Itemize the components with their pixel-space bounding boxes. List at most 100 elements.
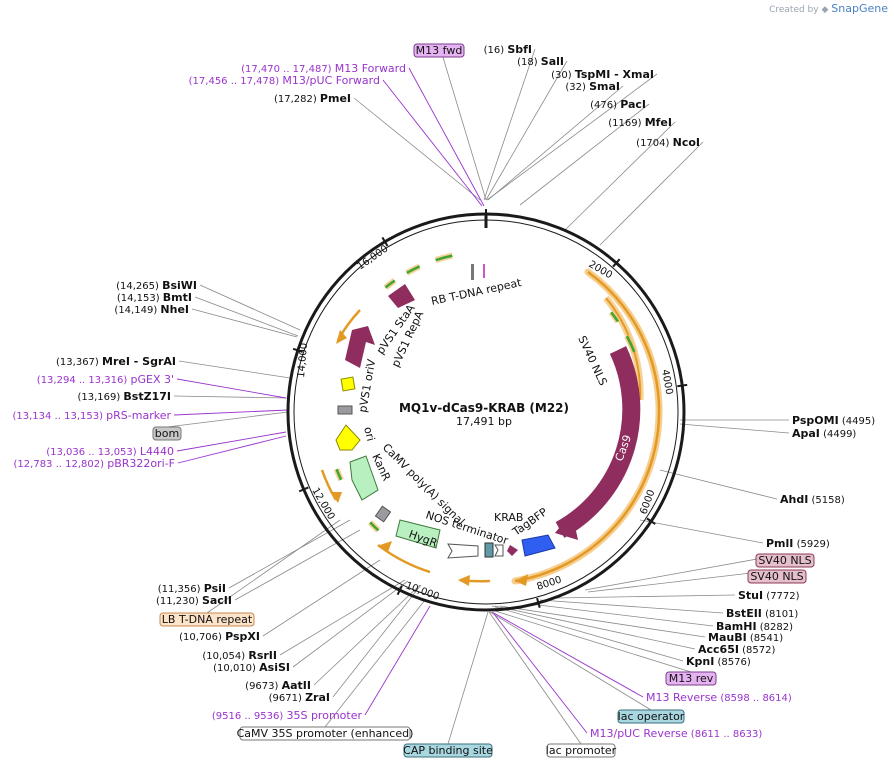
site-position: (5158) — [808, 495, 845, 506]
krab-feature[interactable] — [507, 545, 518, 556]
site-position: (17,282) — [274, 94, 320, 105]
feature-box[interactable] — [152, 426, 182, 441]
site-label[interactable]: (32) SmaI — [565, 80, 620, 93]
pvs1-repa-feature[interactable] — [345, 326, 375, 368]
snapgene-logo-icon: ◆ — [821, 5, 829, 15]
feature-box[interactable] — [747, 569, 807, 584]
site-leader — [234, 529, 361, 601]
pvs1-staa-feature[interactable] — [388, 284, 415, 308]
primer-label[interactable]: M13 Reverse (8598 .. 8614) — [646, 691, 792, 704]
site-label[interactable]: (14,153) BmtI — [117, 291, 192, 304]
cds-arc — [514, 270, 661, 583]
primer-label[interactable]: (13,036 .. 13,053) L4440 — [46, 445, 174, 458]
primer-name: pBR322ori-F — [107, 457, 175, 470]
site-name: BsiWI — [162, 279, 197, 292]
site-label[interactable]: AhdI (5158) — [780, 493, 845, 506]
site-label[interactable]: (14,149) NheI — [114, 303, 189, 316]
feature-box-label: CAP binding site — [403, 744, 493, 757]
tagbfp-feature[interactable] — [521, 534, 556, 557]
site-label[interactable]: (10,054) RsrII — [202, 649, 277, 662]
site-label[interactable]: BstEII (8101) — [726, 607, 798, 620]
box-leader — [587, 569, 778, 593]
ori-feature[interactable] — [335, 424, 361, 451]
site-label[interactable]: (11,230) SacII — [156, 594, 232, 607]
site-position: (8282) — [757, 622, 794, 633]
site-label[interactable]: (10,010) AsiSI — [213, 661, 290, 674]
feature-box-label: bom — [155, 427, 179, 440]
box-leader — [489, 611, 652, 711]
primer-range: (9516 .. 9536) — [212, 711, 287, 722]
site-label[interactable]: (17,282) PmeI — [274, 92, 351, 105]
primer-label[interactable]: (13,294 .. 13,316) pGEX 3' — [37, 373, 174, 386]
site-label[interactable]: (13,367) MreI - SgrAI — [56, 355, 176, 368]
site-position: (4495) — [839, 416, 876, 427]
feature-box[interactable] — [617, 709, 685, 724]
site-position: (10,054) — [202, 651, 248, 662]
site-label[interactable]: KpnI (8576) — [686, 655, 751, 668]
site-label[interactable]: Acc65I (8572) — [698, 643, 775, 656]
feature-box[interactable] — [546, 743, 616, 758]
site-label[interactable]: MauBI (8541) — [708, 631, 783, 644]
tick-mark — [298, 486, 309, 493]
site-label[interactable]: (1169) MfeI — [608, 116, 672, 129]
feature-box[interactable] — [755, 553, 815, 568]
green-arrow — [610, 311, 620, 323]
site-name: NheI — [160, 303, 189, 316]
primer-leader — [364, 605, 431, 716]
site-label[interactable]: (10,706) PspXI — [179, 630, 260, 643]
site-name: PmlI — [766, 537, 793, 550]
site-label[interactable]: PspOMI (4495) — [792, 414, 875, 427]
box-leader — [491, 609, 692, 673]
site-label[interactable]: (1704) NcoI — [636, 136, 700, 149]
site-label[interactable]: (16) SbfI — [484, 43, 532, 56]
site-label[interactable]: (14,265) BsiWI — [116, 279, 197, 292]
site-leader — [483, 48, 536, 201]
site-position: (1169) — [608, 118, 644, 129]
primer-label[interactable]: (17,456 .. 17,478) M13/pUC Forward — [189, 74, 380, 87]
hygr-feature[interactable] — [395, 519, 441, 549]
orange-arrowhead-c — [380, 541, 392, 552]
site-label[interactable]: PmlI (5929) — [766, 537, 830, 550]
site-position: (8572) — [739, 645, 776, 656]
feature-box[interactable] — [239, 726, 411, 741]
primer-label[interactable]: M13/pUC Reverse (8611 .. 8633) — [590, 727, 762, 740]
site-name: BstEII — [726, 607, 762, 620]
primer-name: pGEX 3' — [130, 373, 174, 386]
primer-label[interactable]: (12,783 .. 12,802) pBR322ori-F — [14, 457, 175, 470]
site-label[interactable]: (9673) AatII — [245, 679, 311, 692]
site-leader — [529, 603, 714, 627]
site-label[interactable]: (9671) ZraI — [269, 691, 330, 704]
primer-label[interactable]: (17,470 .. 17,487) M13 Forward — [241, 62, 406, 75]
pvs1-oriv-feature[interactable] — [340, 376, 356, 392]
site-label[interactable]: (11,356) PsiI — [158, 582, 226, 595]
small-feature — [494, 544, 504, 557]
site-label[interactable]: BamHI (8282) — [716, 620, 793, 633]
feature-box[interactable] — [413, 43, 465, 58]
feature-box[interactable] — [159, 612, 255, 627]
site-label[interactable]: (18) SalI — [517, 55, 564, 68]
feature-box-label: lac promoter — [546, 744, 617, 757]
site-leader — [499, 605, 706, 638]
tick-mark — [677, 383, 688, 388]
site-label[interactable]: (30) TspMI - XmaI — [551, 68, 654, 81]
cas9-feature[interactable] — [555, 346, 641, 538]
site-label[interactable]: (476) PacI — [590, 98, 646, 111]
site-position: (4499) — [820, 429, 857, 440]
orange-arrowhead-d — [458, 575, 470, 586]
orange-arrow-c — [377, 544, 431, 574]
feature-box[interactable] — [665, 671, 717, 686]
lac-marker — [484, 542, 494, 558]
site-name: StuI — [738, 589, 763, 602]
site-label[interactable]: ApaI (4499) — [792, 427, 856, 440]
site-label[interactable]: StuI (7772) — [738, 589, 800, 602]
kanr-feature[interactable] — [349, 455, 379, 501]
leader-lines — [166, 43, 790, 745]
site-label[interactable]: (13,169) BstZ17I — [77, 390, 171, 403]
site-name: RsrII — [248, 649, 277, 662]
primer-label[interactable]: (13,134 .. 13,153) pRS-marker — [12, 409, 171, 422]
site-name: AsiSI — [259, 661, 290, 674]
primer-label[interactable]: (9516 .. 9536) 35S promoter — [212, 709, 363, 722]
primer-leader — [382, 79, 483, 207]
nos-terminator-feature[interactable] — [447, 543, 479, 559]
feature-box[interactable] — [403, 743, 493, 758]
